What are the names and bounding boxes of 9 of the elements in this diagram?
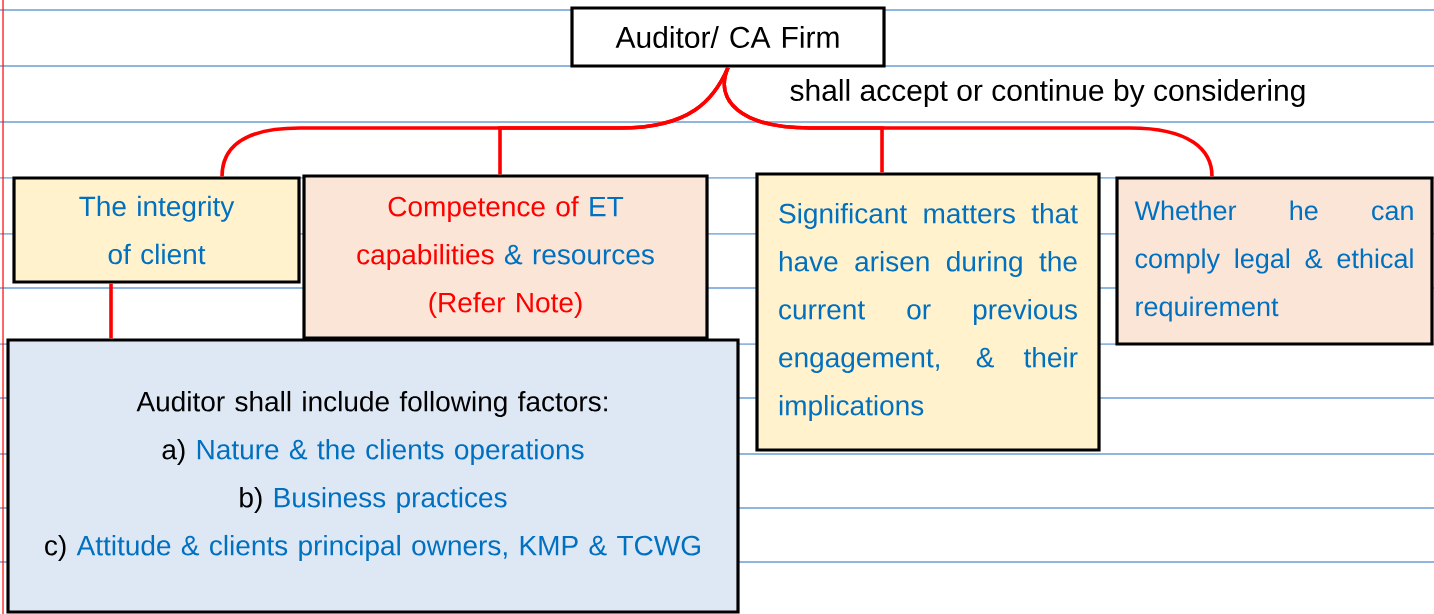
text-box: Significant matters that have arisen during the current or previous engagement, & their implications	[755, 172, 1101, 452]
text-box: Auditor/ CA Firm	[570, 6, 886, 68]
text-box: Whether he can comply legal & ethical requirement	[1115, 176, 1434, 346]
connector-line	[722, 67, 1214, 177]
text-box: Competence of ET capabilities & resources (Refer Note)	[302, 174, 709, 340]
text-box: Auditor shall include following factors: a) Nature & the clients operations b) Business practices c) Attitude & clients principal owners, KMP & TCWG	[6, 338, 740, 614]
annotation-text: shall accept or continue by considering	[790, 79, 1305, 107]
text-box: The integrity of client	[12, 176, 301, 284]
connector-line	[109, 283, 113, 339]
